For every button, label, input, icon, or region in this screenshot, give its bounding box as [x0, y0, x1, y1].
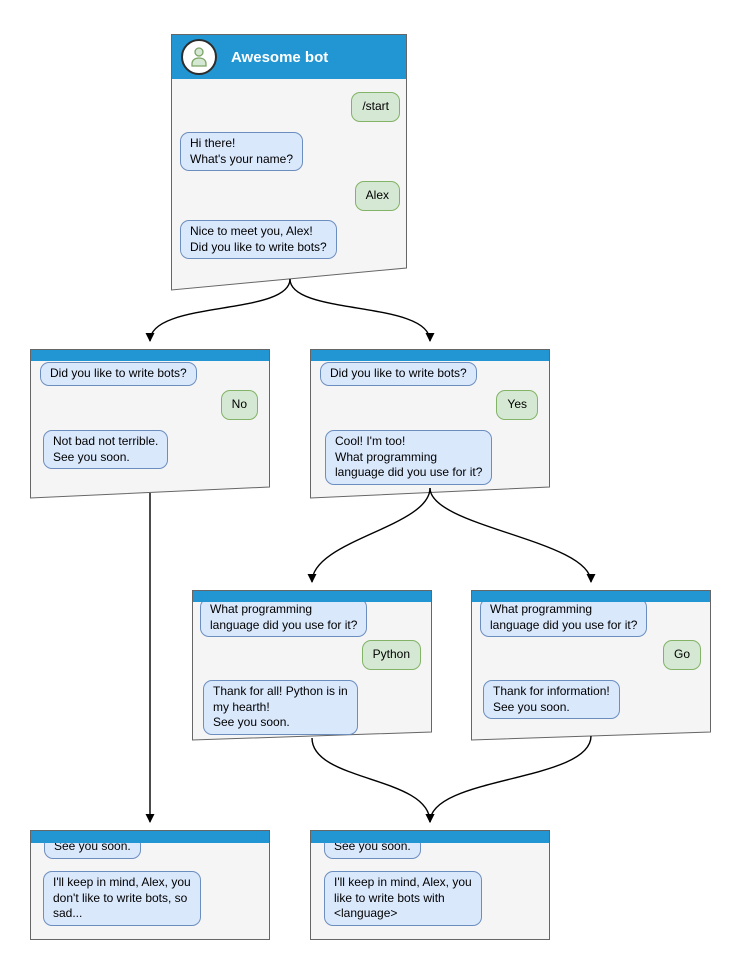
bot-message-keep-in-mind-no[interactable]: I'll keep in mind, Alex, you don't like …: [43, 871, 201, 926]
chat-node-main[interactable]: Awesome bot /start Hi there! What's your…: [171, 34, 407, 291]
main-header-bar: Awesome bot: [172, 35, 406, 79]
chat-node-go[interactable]: What programming language did you use fo…: [471, 590, 711, 741]
edge-go-to-end-yes: [425, 735, 592, 823]
user-answer-no[interactable]: No: [220, 390, 258, 420]
chat-node-end-yes[interactable]: See you soon. I'll keep in mind, Alex, y…: [310, 830, 550, 940]
user-answer-python[interactable]: Python: [361, 640, 421, 670]
bot-reply-no[interactable]: Not bad not terrible. See you soon.: [43, 430, 169, 470]
user-message-start[interactable]: /start: [351, 92, 400, 122]
bot-title: Awesome bot: [231, 48, 329, 66]
node-yes-header-bar: [311, 350, 549, 361]
bot-reply-go[interactable]: Thank for information! See you soon.: [483, 680, 620, 720]
user-answer-yes[interactable]: Yes: [496, 390, 538, 420]
bot-message-greeting[interactable]: Hi there! What's your name?: [180, 132, 304, 172]
user-message-name[interactable]: Alex: [354, 181, 400, 211]
node-no-header-bar: [31, 350, 269, 361]
chat-node-no[interactable]: Did you like to write bots? No Not bad n…: [30, 349, 270, 499]
bot-question-bubble[interactable]: Did you like to write bots?: [320, 362, 477, 386]
edge-yes-to-python: [307, 487, 431, 583]
chat-node-python[interactable]: What programming language did you use fo…: [192, 590, 432, 741]
bot-reply-python[interactable]: Thank for all! Python is in my hearth! S…: [203, 680, 358, 735]
chat-node-end-no[interactable]: See you soon. I'll keep in mind, Alex, y…: [30, 830, 270, 940]
node-end-yes-header-bar: [311, 831, 549, 843]
bot-question-bubble[interactable]: What programming language did you use fo…: [480, 598, 648, 638]
edge-python-to-end-yes: [311, 737, 435, 823]
bot-message-keep-in-mind-yes[interactable]: I'll keep in mind, Alex, you like to wri…: [324, 871, 482, 926]
bot-question-bubble[interactable]: What programming language did you use fo…: [200, 598, 368, 638]
node-go-header-bar: [472, 591, 710, 602]
edge-yes-to-go: [429, 487, 596, 583]
chat-node-yes[interactable]: Did you like to write bots? Yes Cool! I'…: [310, 349, 550, 499]
bot-message-nice-to-meet[interactable]: Nice to meet you, Alex! Did you like to …: [180, 220, 337, 260]
node-python-header-bar: [193, 591, 431, 602]
node-end-no-header-bar: [31, 831, 269, 843]
bot-question-bubble[interactable]: Did you like to write bots?: [40, 362, 197, 386]
bot-reply-yes[interactable]: Cool! I'm too! What programming language…: [325, 430, 493, 485]
user-answer-go[interactable]: Go: [662, 640, 701, 670]
bot-avatar-icon: [181, 39, 217, 75]
